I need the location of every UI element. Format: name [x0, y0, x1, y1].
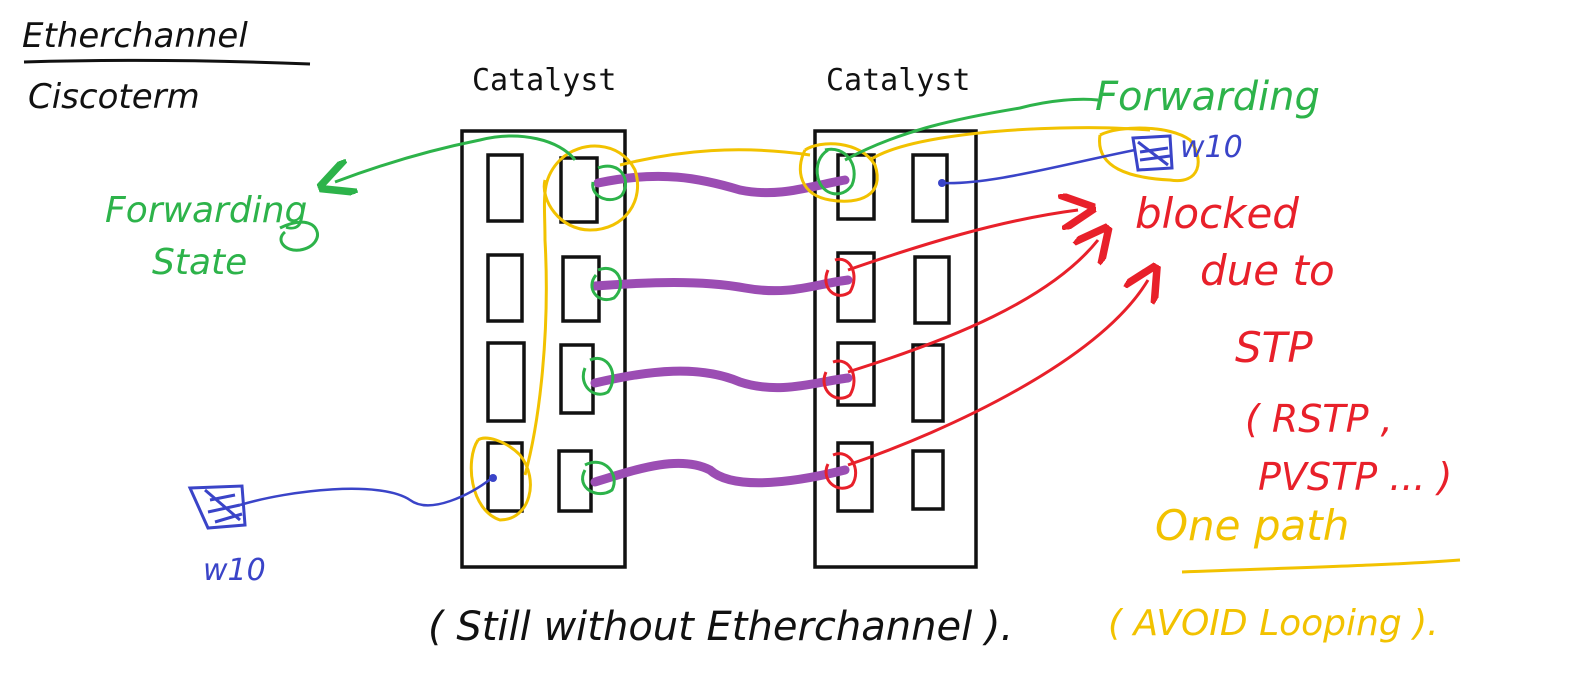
avoid-looping-label: ( AVOID Looping ).: [1108, 603, 1439, 644]
left-port-a1: [486, 153, 524, 223]
forwarding-top-label: Forwarding: [1095, 74, 1320, 120]
right-switch-label: Catalyst: [826, 63, 971, 98]
inter-switch-links: [590, 171, 853, 488]
left-switch-label: Catalyst: [472, 63, 617, 98]
right-port-a4: [836, 441, 874, 513]
protocols-label-line1: ( RSTP ,: [1245, 397, 1393, 441]
blocked-pointers: [847, 210, 1148, 467]
pc-icon: [1131, 134, 1174, 172]
pc-right-port-dot: [938, 179, 946, 187]
pc-left-port-dot: [489, 474, 497, 482]
one-path-underline: [1181, 558, 1461, 574]
forwarding-state-curl: [279, 220, 319, 252]
subtitle-ciscoterm: Ciscoterm: [28, 77, 200, 117]
link-4: [590, 458, 850, 488]
pc-left-label: w10: [203, 553, 266, 588]
pc-right-label: w10: [1180, 130, 1243, 165]
title-underline: [23, 58, 311, 66]
still-without-etherchannel-label: ( Still without Etherchannel ).: [428, 604, 1013, 650]
one-path-highlight: [469, 126, 1200, 522]
right-port-a3: [836, 341, 876, 407]
one-path-label: One path: [1155, 501, 1349, 550]
pc-left-cable: [239, 477, 493, 507]
left-port-b4: [557, 449, 593, 513]
left-port-a3: [486, 341, 526, 423]
right-port-b3: [911, 343, 945, 423]
title-etherchannel: Etherchannel: [22, 16, 248, 56]
protocols-label-line2: PVSTP ... ): [1258, 455, 1452, 499]
link-1: [593, 171, 850, 198]
left-port-b3: [559, 343, 595, 415]
pc-icon: [187, 484, 247, 530]
right-port-a2: [836, 251, 876, 323]
right-catalyst-switch: [813, 129, 978, 569]
link-3: [590, 366, 853, 393]
blocked-label-line2: due to: [1200, 246, 1335, 295]
right-port-a1: [836, 153, 876, 221]
right-port-b4: [911, 449, 945, 511]
blocked-label-line3: STP: [1235, 323, 1313, 372]
left-port-b1: [559, 156, 599, 224]
right-port-b2: [913, 255, 951, 325]
pc-right-cable: [941, 148, 1136, 185]
left-port-a2: [486, 253, 524, 323]
forwarding-pointer-left: [335, 134, 577, 182]
forwarding-state-label-line2: State: [152, 242, 247, 283]
forwarding-state-label-line1: Forwarding: [105, 190, 307, 231]
link-2: [590, 275, 853, 296]
blocked-port-marks: [822, 257, 858, 490]
blocked-label-line1: blocked: [1135, 189, 1299, 238]
right-port-b1: [911, 153, 949, 223]
forwarding-pointer-right: [844, 97, 1099, 162]
forwarding-port-marks: [581, 147, 856, 496]
